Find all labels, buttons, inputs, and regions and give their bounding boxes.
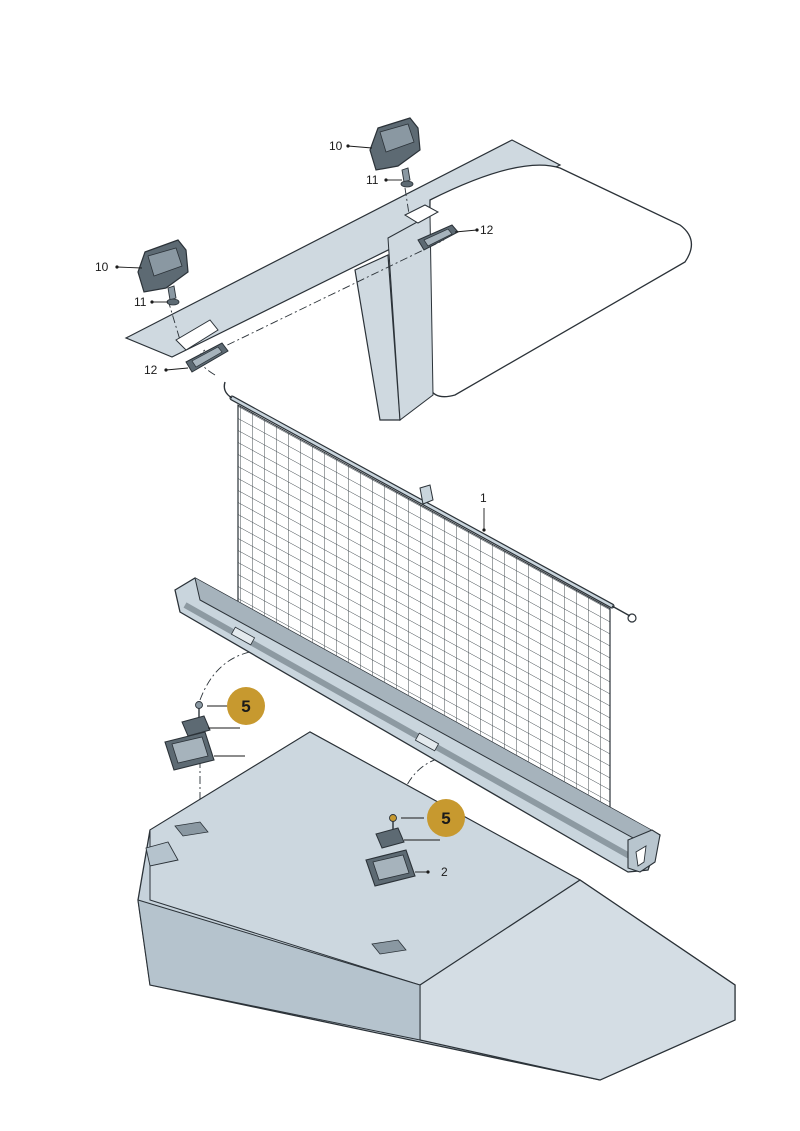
leader-lines: [116, 145, 485, 873]
callout-left-text: 5: [241, 697, 250, 716]
clip-left: [181, 715, 211, 737]
leader-dots: [115, 144, 486, 874]
label-plate-left: 12: [144, 363, 158, 377]
clip-right: [375, 827, 405, 849]
label-bolt-top: 11: [366, 173, 379, 187]
bracket-top: [369, 117, 421, 171]
label-net: 1: [480, 491, 487, 505]
label-bracket-left: 10: [95, 260, 109, 274]
cargo-net: [223, 381, 637, 822]
screw-left: [195, 701, 203, 718]
cover-left: [164, 731, 215, 771]
bolt-left: [166, 285, 180, 306]
callout-right: 5: [427, 799, 465, 837]
label-plate-right: 12: [480, 223, 494, 237]
plate-left: [185, 342, 229, 373]
cover-right: [365, 849, 416, 887]
label-bracket-top: 10: [329, 139, 343, 153]
mount-recess-left: [175, 319, 219, 351]
rear-window: [427, 164, 692, 398]
bolt-top: [400, 167, 414, 188]
mount-recess-right: [403, 204, 440, 224]
luggage-floor: [137, 731, 736, 1081]
net-cassette: [174, 577, 661, 873]
callout-right-text: 5: [441, 809, 450, 828]
callout-left: 5: [227, 687, 265, 725]
label-bolt-left: 11: [134, 295, 147, 309]
label-cover: 2: [441, 865, 448, 879]
roof-frame: [124, 139, 692, 421]
bracket-left: [137, 239, 189, 293]
